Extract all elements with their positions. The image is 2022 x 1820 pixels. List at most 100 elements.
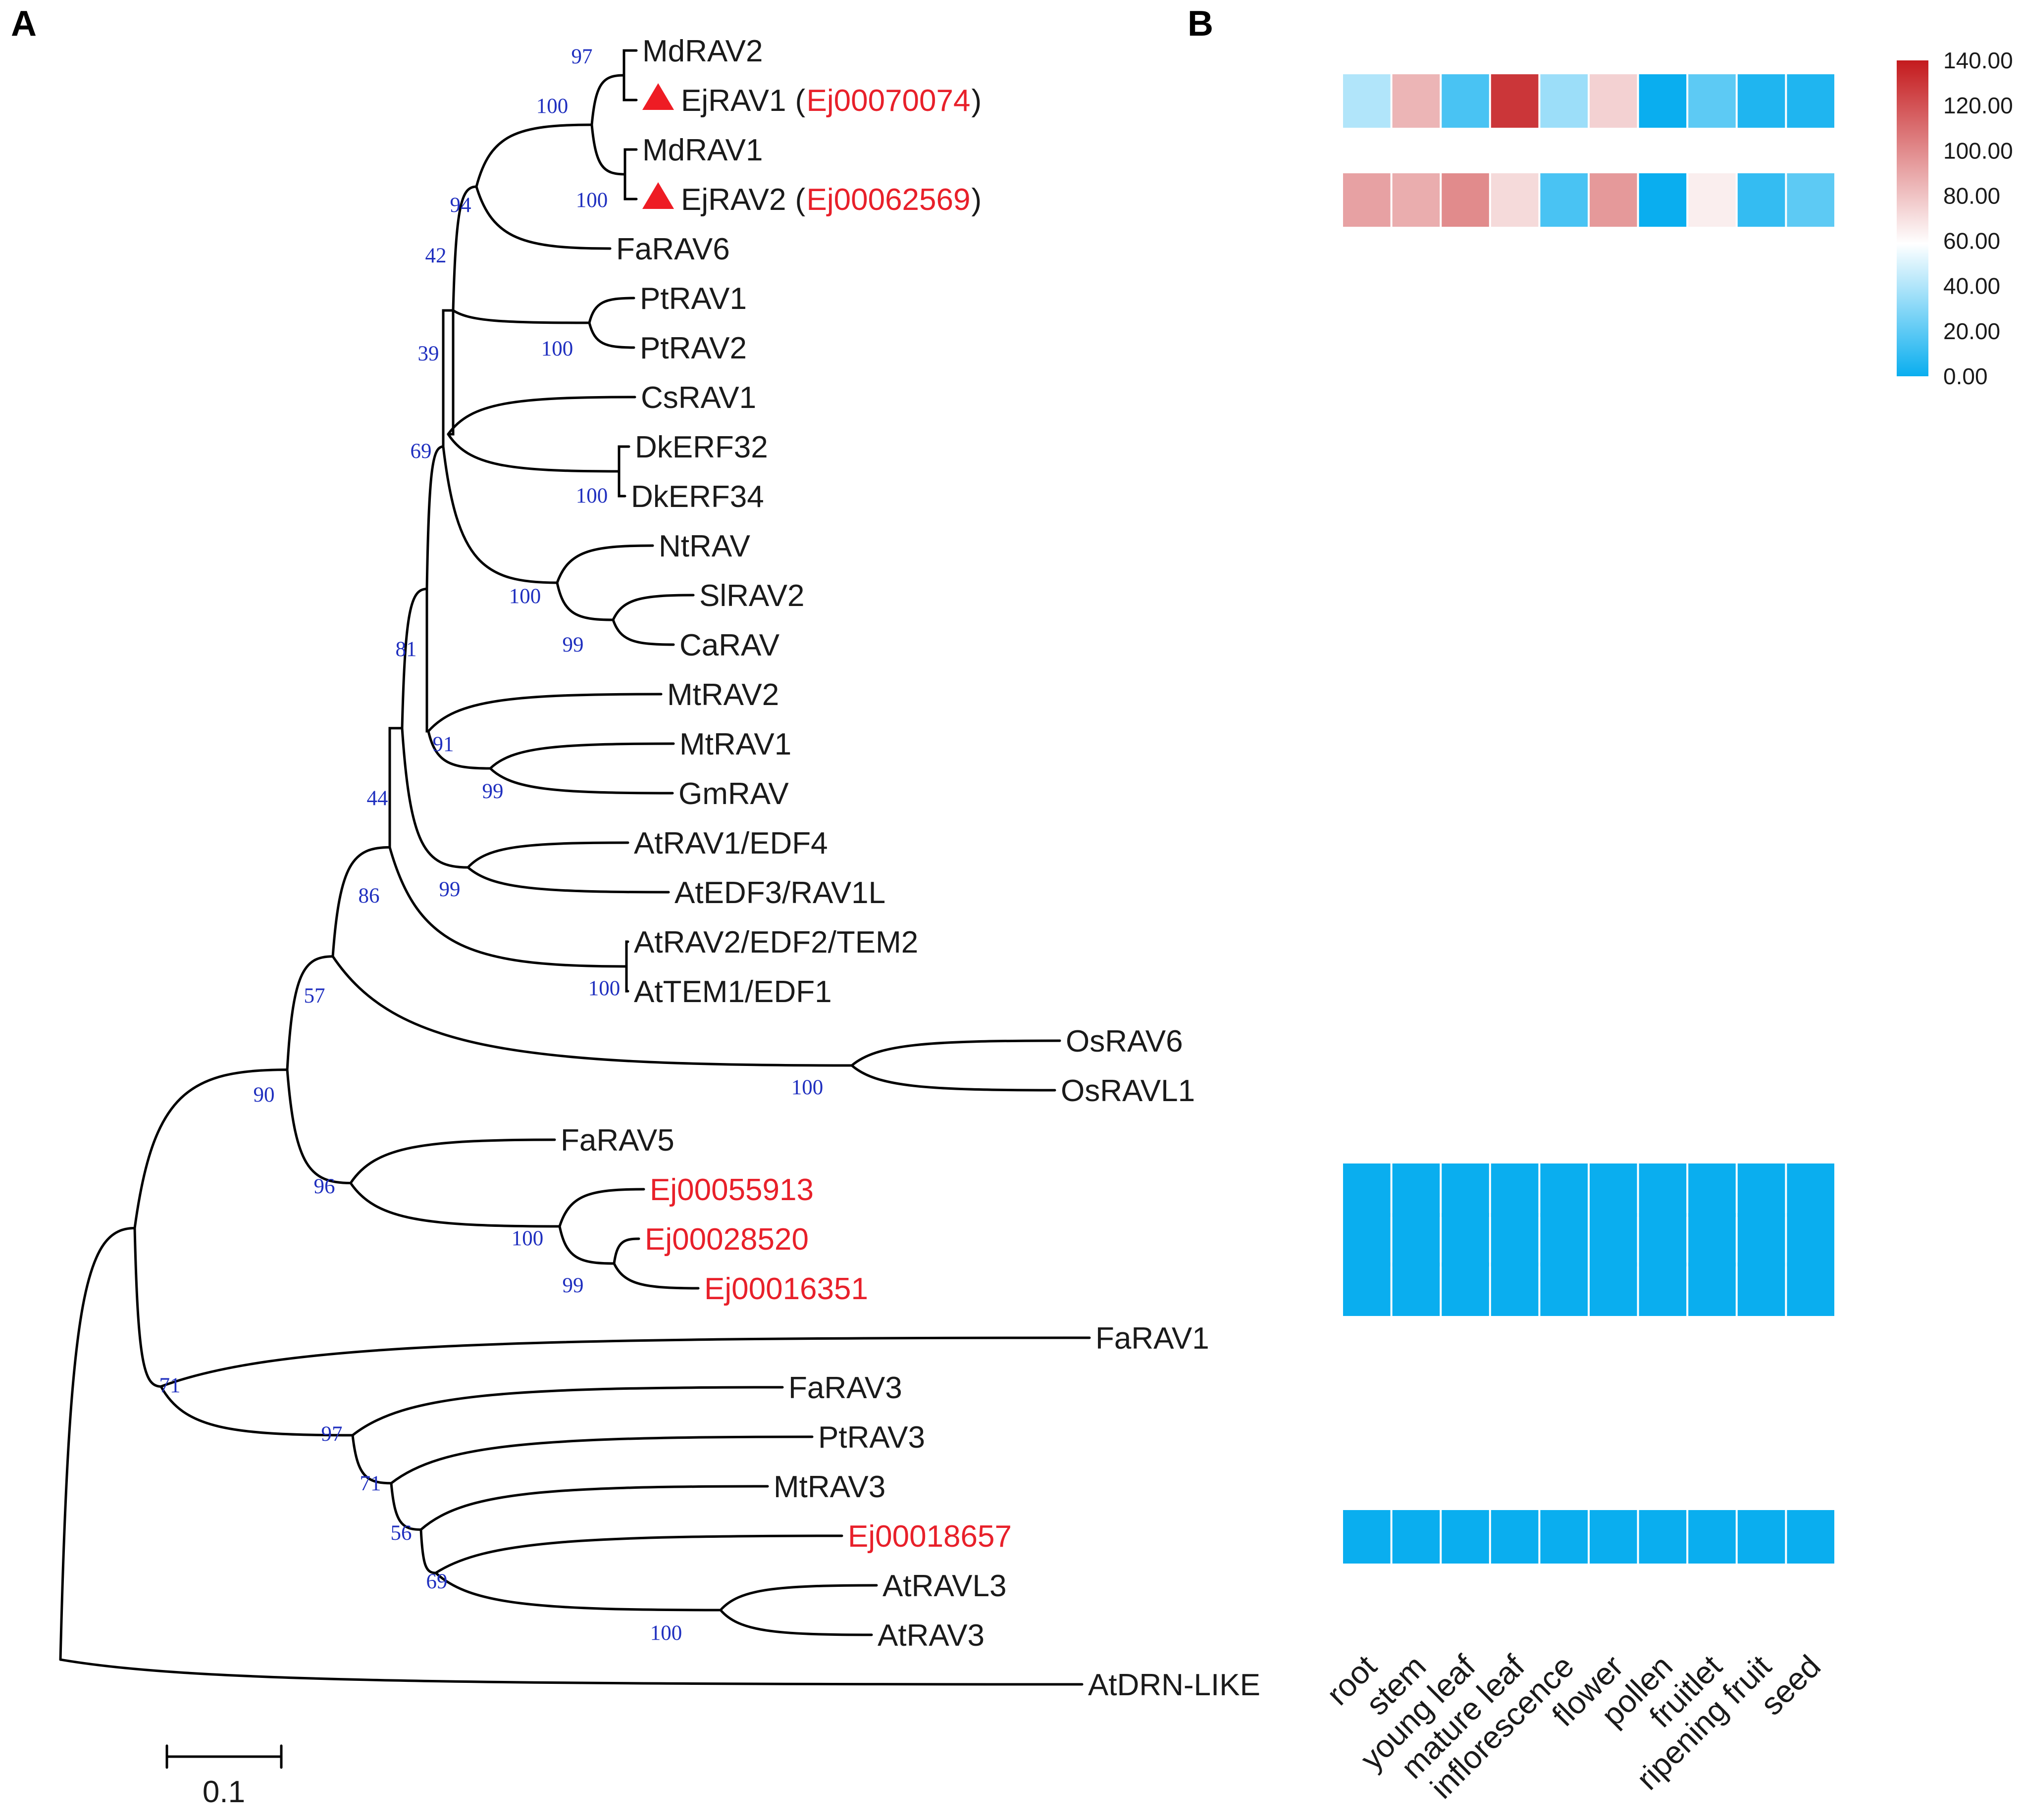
branch-n_57 (286, 955, 334, 1071)
branch-Ej00018657 (434, 1534, 843, 1574)
branch-n_71a (133, 1227, 162, 1388)
heatmap-cell (1590, 1213, 1637, 1266)
legend-tick-label: 20.00 (1943, 318, 2000, 344)
bootstrap-value: 100 (650, 1621, 682, 1645)
scale-bar-line (165, 1744, 283, 1769)
heatmap-cell (1491, 1213, 1539, 1266)
heatmap-cell (1787, 1510, 1834, 1564)
bootstrap-value: 71 (159, 1374, 181, 1397)
branch-MdRAV1 (623, 148, 638, 176)
branch-n_sol2 (442, 445, 559, 584)
leaf-label: FaRAV6 (616, 232, 730, 266)
branch-OsRAVL1 (850, 1064, 1056, 1092)
branch-n_dk (447, 433, 621, 473)
heatmap-cell (1540, 173, 1588, 227)
leaf-FaRAV3: FaRAV3 (788, 1371, 902, 1405)
leaf-AtTEM1: AtTEM1/EDF1 (634, 975, 832, 1009)
scale-bar-label: 0.1 (203, 1775, 245, 1809)
gene-id-label: Ej00070074 (807, 84, 971, 118)
branch-OsRAV6 (850, 1039, 1061, 1067)
heatmap-cell (1343, 1213, 1391, 1266)
heatmap-cell (1343, 1163, 1391, 1217)
bootstrap-value: 100 (576, 189, 608, 212)
leaf-SlRAV2: SlRAV2 (699, 579, 805, 613)
bootstrap-value: 100 (512, 1227, 544, 1250)
branch-n_at2 (388, 846, 628, 968)
bootstrap-value: 97 (571, 45, 593, 68)
bootstrap-value: 100 (541, 337, 573, 360)
leaf-label: PtRAV1 (640, 282, 747, 316)
heatmap-cell (1442, 1510, 1489, 1564)
leaf-label: Ej00028520 (645, 1222, 809, 1257)
heatmap-cell (1688, 173, 1736, 227)
leaf-OsRAV6: OsRAV6 (1066, 1024, 1183, 1059)
leaf-Ej00016351: Ej00016351 (704, 1272, 868, 1306)
heatmap-cell (1737, 173, 1785, 227)
color-scale-bar (1897, 60, 1928, 376)
leaf-PtRAV2: PtRAV2 (640, 331, 747, 365)
leaf-Ej00055913: Ej00055913 (650, 1173, 814, 1207)
bootstrap-value: 57 (304, 984, 325, 1008)
branch-n_90 (133, 1068, 289, 1230)
heatmap-cell (1491, 74, 1539, 128)
heatmap-cell (1442, 1213, 1489, 1266)
expression-heatmap (1343, 74, 1834, 1564)
leaf-AtRAVL3: AtRAVL3 (882, 1569, 1006, 1603)
heatmap-cell (1491, 1263, 1539, 1316)
heatmap-cell (1540, 1163, 1588, 1217)
heatmap-cell (1688, 1213, 1736, 1266)
gene-id-label: Ej00062569 (807, 183, 971, 217)
bootstrap-value: 100 (536, 95, 569, 118)
paren-close: ) (971, 84, 982, 118)
heatmap-row-Ej00062569 (1343, 173, 1834, 227)
leaf-label: Ej00016351 (704, 1272, 868, 1306)
branch-n_at3 (434, 1571, 722, 1612)
branch-n_69 (419, 1528, 437, 1574)
heatmap-row-Ej00070074 (1343, 74, 1834, 128)
bootstrap-value: 99 (563, 1274, 584, 1297)
branch-n_71b (351, 1434, 393, 1485)
heatmap-cell (1590, 1263, 1637, 1316)
leaf-label: MdRAV1 (642, 133, 763, 167)
leaf-label: DkERF34 (631, 480, 764, 514)
branch-n_fa6 (442, 309, 455, 448)
leaf-label: AtDRN-LIKE (1088, 1668, 1260, 1702)
leaf-label: AtRAV1/EDF4 (634, 826, 828, 860)
leaf-FaRAV6: FaRAV6 (616, 232, 730, 266)
paren-open: ( (795, 84, 806, 118)
branch-FaRAV1 (159, 1336, 1091, 1388)
bootstrap-value: 94 (450, 194, 471, 217)
phylogenetic-tree: MdRAV2EjRAV1(Ej00070074)MdRAV1EjRAV2(Ej0… (59, 34, 1260, 1702)
heatmap-cell (1392, 1163, 1440, 1217)
branch-MtRAV1 (489, 742, 675, 770)
heatmap-cell (1392, 1213, 1440, 1266)
bootstrap-value: 100 (791, 1076, 824, 1099)
leaf-CaRAV: CaRAV (679, 628, 780, 662)
bootstrap-value: 39 (418, 342, 439, 365)
bootstrap-value: 99 (439, 878, 461, 901)
leaf-FaRAV5: FaRAV5 (561, 1123, 674, 1158)
leaf-MdRAV2: MdRAV2 (642, 34, 763, 68)
bootstrap-value: 96 (314, 1175, 335, 1198)
branch-MdRAV2 (622, 49, 638, 77)
heatmap-cell (1392, 74, 1440, 128)
bootstrap-value: 86 (359, 884, 380, 908)
leaf-Ej00028520: Ej00028520 (645, 1222, 809, 1257)
branch-DkERF32 (618, 445, 630, 473)
bootstrap-value: 69 (411, 440, 432, 463)
leaf-label: FaRAV1 (1095, 1321, 1209, 1356)
branch-n_86 (331, 846, 391, 958)
leaf-AtRAV2: AtRAV2/EDF2/TEM2 (634, 925, 918, 960)
heatmap-row-Ej00055913 (1343, 1163, 1834, 1217)
branch-MtRAV3 (419, 1485, 769, 1531)
heatmap-cell (1540, 74, 1588, 128)
branch-n_os (331, 955, 853, 1067)
leaf-label: AtRAV3 (878, 1618, 985, 1653)
heatmap-cell (1639, 1263, 1687, 1316)
color-scale-legend: 140.00120.00100.0080.0060.0040.0020.000.… (1897, 48, 2013, 389)
paren-close: ) (971, 183, 982, 217)
branch-PtRAV1 (588, 297, 635, 324)
heatmap-cell (1737, 1163, 1785, 1217)
heatmap-cell (1688, 74, 1736, 128)
